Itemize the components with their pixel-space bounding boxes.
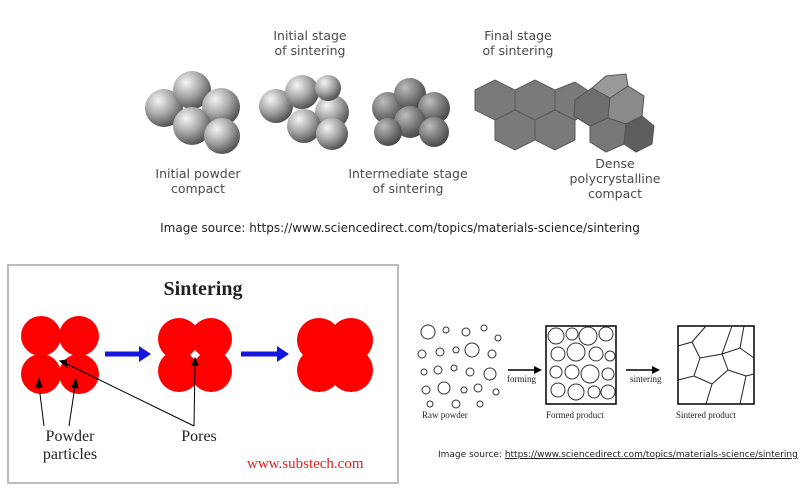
sintering-panel-graphic	[21, 316, 373, 427]
dense-compact-graphic	[573, 73, 655, 153]
initial-stage-graphic	[259, 75, 349, 150]
arrow-2	[241, 346, 289, 362]
pointer-lines	[35, 356, 199, 427]
final-stage-graphic	[474, 79, 591, 151]
panel-title: Sintering	[163, 278, 243, 300]
pores-label: Pores	[181, 428, 217, 445]
source-link[interactable]: https://www.sciencedirect.com/topics/mat…	[504, 450, 798, 460]
sintering-label: sintering	[630, 374, 662, 384]
necked-particles-graphic	[158, 318, 232, 392]
label-intermediate-stage: Intermediate stage of sintering	[348, 166, 468, 196]
powder-particles-graphic	[21, 316, 99, 394]
top-image-source: Image source: https://www.sciencedirect.…	[160, 221, 640, 235]
dense-particles-graphic	[297, 318, 373, 392]
forming-arrow	[508, 366, 542, 374]
forming-label: forming	[507, 374, 536, 384]
process-graphic	[417, 324, 755, 409]
formed-product-graphic	[545, 325, 617, 405]
sintering-arrow	[626, 366, 660, 374]
arrow-1	[105, 346, 151, 362]
label-final-stage: Final stage of sintering	[482, 28, 554, 58]
sintered-product-graphic	[677, 325, 755, 405]
initial-powder-compact-graphic	[145, 71, 240, 154]
label-initial-powder: Initial powder compact	[155, 166, 241, 196]
intermediate-stage-graphic	[372, 78, 450, 147]
sintered-product-label: Sintered product	[676, 410, 736, 420]
sintering-panel: Sintering	[7, 264, 399, 484]
substech-url[interactable]: www.substech.com	[247, 456, 364, 472]
bottom-image-source: Image source: https://www.sciencedirect.…	[438, 450, 798, 460]
label-dense-compact: Dense polycrystalline compact	[569, 156, 661, 201]
pore-graphic	[190, 350, 200, 360]
sintering-stages-graphic	[145, 71, 655, 154]
raw-powder-graphic	[417, 324, 502, 409]
formed-product-label: Formed product	[546, 410, 604, 420]
powder-particles-label: Powder particles	[42, 428, 98, 463]
source-prefix: Image source:	[438, 450, 505, 460]
label-initial-stage: Initial stage of sintering	[273, 28, 347, 58]
raw-powder-label: Raw powder	[422, 410, 468, 420]
